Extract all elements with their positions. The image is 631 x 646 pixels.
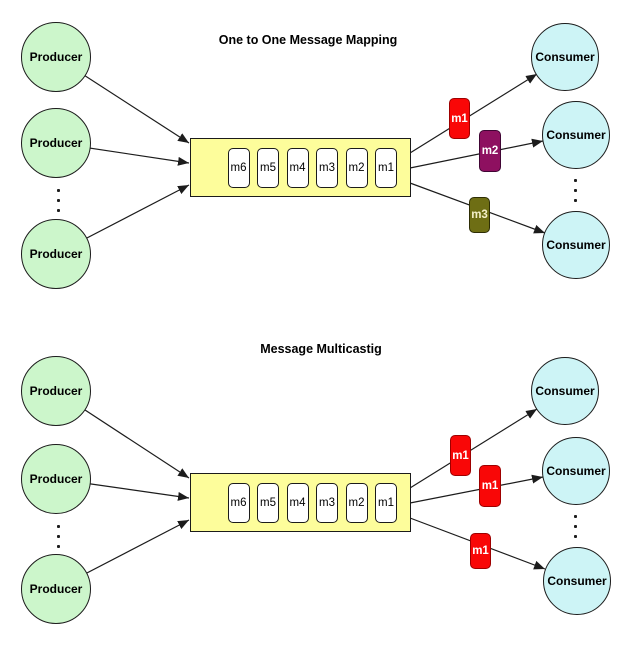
dot-icon	[57, 535, 60, 538]
queue-slot-m1: m1	[375, 147, 397, 188]
slot-label: m4	[289, 496, 306, 509]
slot-label: m4	[289, 161, 306, 174]
dot-icon	[574, 179, 577, 182]
producer-label: Producer	[29, 247, 83, 261]
producer-label: Producer	[29, 472, 83, 486]
dot-icon	[57, 525, 60, 528]
dot-icon	[574, 189, 577, 192]
slot-label: m3	[319, 161, 335, 174]
arrow-bottom-queue-to-consumer1	[409, 408, 538, 489]
dot-icon	[57, 209, 60, 212]
queue-slot-m4: m4	[286, 147, 309, 188]
badge-label: m3	[471, 209, 488, 221]
queue-slot-m1: m1	[375, 482, 397, 523]
producer-label: Producer	[29, 136, 83, 150]
arrow-bottom-queue-to-consumer2	[409, 474, 544, 504]
bottom-consumer-node-3: Consumer	[543, 547, 611, 615]
slot-label: m6	[230, 161, 247, 174]
dot-icon	[57, 189, 60, 192]
queue-slot-m4: m4	[286, 482, 309, 523]
bottom-message-badge-2: m1	[479, 465, 501, 507]
badge-label: m1	[472, 545, 489, 557]
bottom-consumers-ellipsis	[574, 515, 577, 538]
queue-slot-m6: m6	[227, 482, 250, 523]
dot-icon	[574, 199, 577, 202]
top-message-queue: m6 m5 m4 m3 m2 m1	[190, 138, 411, 197]
diagram-title-multicast: Message Multicastig	[260, 342, 382, 356]
top-producer-node-3: Producer	[21, 219, 91, 289]
slot-label: m1	[378, 161, 394, 174]
badge-label: m2	[481, 145, 499, 157]
producer-label: Producer	[29, 384, 83, 398]
badge-label: m1	[451, 112, 468, 125]
consumer-label: Consumer	[535, 50, 595, 64]
consumer-label: Consumer	[546, 238, 606, 252]
slot-label: m5	[260, 161, 276, 174]
queue-slot-m3: m3	[316, 147, 338, 188]
bottom-consumer-node-2: Consumer	[542, 437, 610, 505]
top-consumer-node-1: Consumer	[531, 23, 599, 91]
arrow-top-queue-to-consumer2	[409, 138, 544, 169]
bottom-producers-ellipsis	[57, 525, 60, 548]
consumer-label: Consumer	[546, 128, 606, 142]
top-producers-ellipsis	[57, 189, 60, 212]
slot-label: m2	[348, 161, 365, 174]
bottom-producer-node-3: Producer	[21, 554, 91, 624]
badge-label: m1	[481, 480, 499, 492]
queue-slot-m3: m3	[316, 482, 338, 523]
top-consumers-ellipsis	[574, 179, 577, 202]
slot-label: m6	[230, 496, 247, 509]
top-message-badge-m2: m2	[479, 130, 501, 172]
queue-slot-m5: m5	[257, 147, 279, 188]
consumer-label: Consumer	[535, 384, 595, 398]
arrow-top-queue-to-consumer1	[409, 73, 538, 154]
queue-slot-m2: m2	[345, 147, 368, 188]
bottom-producer-node-1: Producer	[21, 356, 91, 426]
top-producer-node-1: Producer	[21, 22, 91, 92]
bottom-producer-node-2: Producer	[21, 444, 91, 514]
top-consumer-node-2: Consumer	[542, 101, 610, 169]
queue-slot-m2: m2	[345, 482, 368, 523]
slot-label: m5	[260, 496, 276, 509]
top-message-badge-m1: m1	[449, 98, 470, 139]
diagram-title-one-to-one: One to One Message Mapping	[218, 33, 398, 47]
badge-label: m1	[452, 449, 469, 462]
queue-slot-m6: m6	[227, 147, 250, 188]
queue-slot-m5: m5	[257, 482, 279, 523]
top-message-badge-m3: m3	[469, 197, 490, 233]
dot-icon	[57, 199, 60, 202]
producer-label: Producer	[29, 582, 83, 596]
dot-icon	[574, 525, 577, 528]
top-consumer-node-3: Consumer	[542, 211, 610, 279]
consumer-label: Consumer	[547, 574, 607, 588]
top-producer-node-2: Producer	[21, 108, 91, 178]
bottom-message-badge-1: m1	[450, 435, 471, 476]
slot-label: m3	[319, 496, 335, 509]
slot-label: m2	[348, 496, 365, 509]
consumer-label: Consumer	[546, 464, 606, 478]
bottom-message-badge-3: m1	[470, 533, 491, 569]
dot-icon	[574, 535, 577, 538]
slot-label: m1	[378, 496, 394, 509]
bottom-message-queue: m6 m5 m4 m3 m2 m1	[190, 473, 411, 532]
dot-icon	[574, 515, 577, 518]
bottom-consumer-node-1: Consumer	[531, 357, 599, 425]
producer-label: Producer	[29, 50, 83, 64]
dot-icon	[57, 545, 60, 548]
